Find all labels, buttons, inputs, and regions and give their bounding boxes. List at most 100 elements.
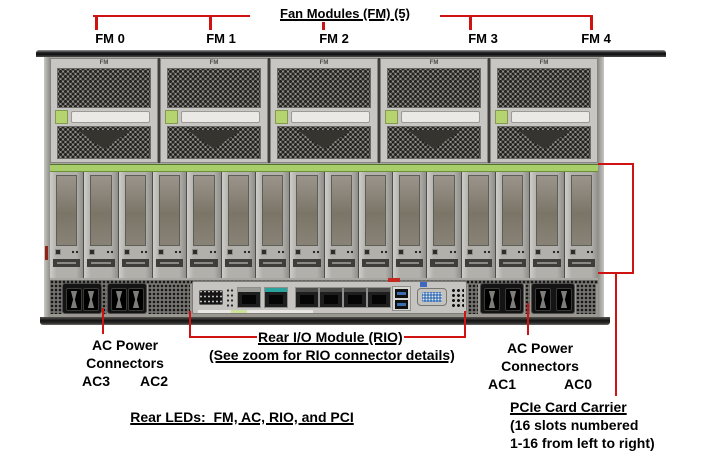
ser-mgt-port <box>264 287 288 308</box>
pcie-slot-led-block <box>222 246 255 259</box>
rear-io-module <box>192 281 467 314</box>
net-port-0 <box>295 287 319 308</box>
pcie-carrier-green-strip <box>50 164 598 172</box>
vent-divider-left <box>102 284 107 314</box>
pcie-label: PCIe Card Carrier (16 slots numbered 1-1… <box>510 398 655 452</box>
fan-bottom-grille <box>497 126 591 159</box>
chassis-red-tag <box>388 278 400 282</box>
ac-right-label: AC Power Connectors AC1 AC0 <box>488 339 592 393</box>
rear-leds-label: Rear LEDs: FM, AC, RIO, and PCI <box>130 409 354 425</box>
pcie-slot-label-strip <box>224 259 252 267</box>
vga-port <box>417 288 447 306</box>
pcie-slot-attn-icon <box>192 249 199 255</box>
net-port-3-jack <box>372 295 386 304</box>
fan-module-badge: FM <box>99 60 109 66</box>
status-led-column <box>226 288 234 308</box>
pcie-slot-leds <box>414 250 424 255</box>
ser-mgt-port-label <box>265 288 287 292</box>
fan-bottom-grille <box>277 126 371 159</box>
vent-strip-left <box>50 284 62 314</box>
ac-connector-cutout <box>535 288 551 311</box>
net-port-2-label <box>344 288 366 292</box>
pcie-slot-leds <box>586 250 595 255</box>
pcie-slot-leds <box>242 250 252 255</box>
fan-module: FM <box>50 58 158 163</box>
net-mgt-port-jack <box>242 295 256 304</box>
fan-top-grille <box>387 68 481 108</box>
pcie-slot-filler-panel <box>330 175 352 246</box>
pcie-slot <box>393 172 427 278</box>
net-port-1 <box>319 287 343 308</box>
pcie-slot-label-strip <box>121 259 149 267</box>
pcie-slot-led-block <box>496 246 529 259</box>
pcie-slot <box>187 172 221 278</box>
fan-module-badge: FM <box>319 60 329 66</box>
rio-callout-line-left <box>189 311 191 338</box>
ac-connector-cutout <box>484 288 500 311</box>
ac-connector-pin <box>132 291 140 308</box>
fan-top-grille <box>277 68 371 108</box>
net-port-0-jack <box>300 295 314 304</box>
chassis-bottom-edge <box>40 317 610 325</box>
net-port-3-label <box>368 288 390 292</box>
fan-module: FM <box>160 58 268 163</box>
fan-top-grille <box>497 68 591 108</box>
fan-modules-title: Fan Modules (FM) (5) <box>250 6 440 22</box>
pcie-slot-leds <box>311 250 321 255</box>
pcie-slot-leds <box>517 250 527 255</box>
pcie-slot <box>152 172 187 278</box>
usb-port-1 <box>395 300 408 309</box>
pcie-slot <box>118 172 152 278</box>
net-mgt-port-leds <box>238 288 260 292</box>
pcie-slot-filler-panel <box>433 175 455 246</box>
ac1-label: AC1 <box>488 376 517 392</box>
fan-handle-row <box>381 108 487 126</box>
fan-bottom-grille <box>387 126 481 159</box>
pcie-slot <box>255 172 290 278</box>
pcie-slot-label-strip <box>567 259 595 267</box>
fan-release-tab <box>275 110 288 124</box>
fan4-callout-tick <box>590 15 593 30</box>
rio-title: Rear I/O Module (RIO) <box>258 329 403 345</box>
vent-strip-right <box>576 284 596 314</box>
net-port-3 <box>367 287 391 308</box>
pcie-slot-attn-icon <box>432 249 439 255</box>
pcie-slot-label-strip <box>499 259 527 267</box>
pcie-slot-leds <box>345 250 355 255</box>
pcie-slot-led-block <box>153 246 186 259</box>
ac-connector-pin <box>70 291 78 308</box>
ac-power-connector <box>107 283 147 314</box>
pcie-slot <box>290 172 324 278</box>
ac-power-connector <box>531 283 575 314</box>
pcie-slot <box>221 172 255 278</box>
pcie-slot-attn-icon <box>501 249 508 255</box>
pcie-slot-filler-panel <box>227 175 249 246</box>
rio-vent-holes <box>451 288 464 308</box>
pcie-slot-filler-panel <box>536 175 558 246</box>
pcie-slot-filler-panel <box>570 175 592 246</box>
ac2-label: AC2 <box>139 373 168 389</box>
fan-handle-bar <box>401 111 480 123</box>
fan3-label: FM 3 <box>468 31 498 46</box>
pcie-slot <box>564 172 598 278</box>
pcie-slot <box>84 172 118 278</box>
pcie-slot-led-block <box>119 246 152 259</box>
pcie-bracket-right <box>632 163 634 274</box>
ac-right-line1: AC Power <box>506 340 574 356</box>
pcie-slot-filler-panel <box>124 175 146 246</box>
rio-green-sticker <box>231 310 247 313</box>
ac-connector-cutout <box>83 288 99 311</box>
pcie-title: PCIe Card Carrier <box>510 399 627 415</box>
pcie-slot-label-strip <box>293 259 321 267</box>
ac-connector-pin <box>115 291 123 308</box>
pcie-slot-filler-panel <box>399 175 421 246</box>
pcie-slot-leds <box>483 250 493 255</box>
net-port-2-jack <box>348 295 362 304</box>
pcie-slot-attn-icon <box>363 249 370 255</box>
fan-handle-bar <box>181 111 260 123</box>
rio-subtitle: (See zoom for RIO connector details) <box>209 347 455 363</box>
pcie-slot-label-strip <box>258 259 287 267</box>
pcie-line3: 1-16 from left to right) <box>510 435 655 451</box>
fan-module-badge: FM <box>429 60 439 66</box>
